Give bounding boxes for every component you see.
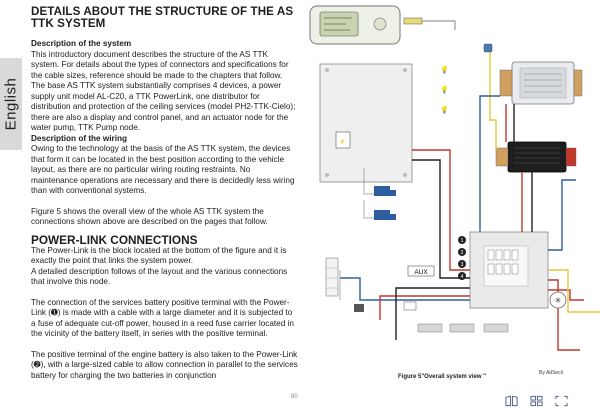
pump-icon xyxy=(403,301,417,311)
system-paragraph-1: This introductory document describes the… xyxy=(31,49,289,80)
page-number: 80 xyxy=(291,394,298,400)
wiring-paragraph-1: Owing to the technology at the basis of … xyxy=(31,144,295,195)
display-connector xyxy=(403,17,423,25)
page-title: DETAILS ABOUT THE STRUCTURE OF THE AS TT… xyxy=(31,5,294,30)
text-column: DETAILS ABOUT THE STRUCTURE OF THE AS TT… xyxy=(31,6,298,381)
language-label: English xyxy=(2,77,20,131)
power-supply-unit: ⚡ xyxy=(319,63,413,183)
svg-text:💡: 💡 xyxy=(440,105,449,114)
power-link-block xyxy=(469,231,549,309)
aux-label: AUX xyxy=(414,269,428,276)
wiring-heading: Description of the wiring xyxy=(31,133,127,143)
vehicle-icon-1 xyxy=(374,186,396,196)
left-connector-block xyxy=(325,257,339,297)
callout-group: 1 2 3 4 xyxy=(458,236,466,280)
book-icon[interactable] xyxy=(505,395,518,407)
callout: 1 xyxy=(458,236,466,244)
wiring-paragraph-2: Figure 5 shows the overall view of the w… xyxy=(31,206,268,227)
powerlink-paragraph-4: The positive terminal of the engine batt… xyxy=(31,349,298,380)
powerlink-paragraph-1: The Power-Link is the block located at t… xyxy=(31,245,287,266)
fullscreen-icon[interactable] xyxy=(555,395,568,407)
svg-text:3: 3 xyxy=(461,262,464,268)
svg-text:💡: 💡 xyxy=(440,85,449,94)
powerlink-paragraph-2: A detailed description follows of the la… xyxy=(31,266,288,287)
figure-caption: Figure 5"Overall system view " xyxy=(398,374,487,380)
powerlink-paragraph-3: The connection of the services battery p… xyxy=(31,297,294,339)
lamp-icon: ✳ xyxy=(549,291,567,309)
callout: 4 xyxy=(458,272,466,280)
grid-icon[interactable] xyxy=(530,395,543,407)
vehicle-icon-2 xyxy=(374,210,396,220)
svg-text:💡: 💡 xyxy=(440,65,449,74)
language-tab: English xyxy=(0,58,22,150)
display-panel xyxy=(309,5,401,45)
system-paragraph-2: The base AS TTK system substantially com… xyxy=(31,81,296,132)
figure-credit: By AdSecli xyxy=(539,370,563,376)
svg-text:⚡: ⚡ xyxy=(340,138,346,145)
svg-text:2: 2 xyxy=(461,250,464,256)
svg-text:4: 4 xyxy=(461,274,464,280)
system-heading: Description of the system xyxy=(31,39,132,48)
pump-node xyxy=(495,141,577,173)
callout: 2 xyxy=(458,248,466,256)
svg-text:✳: ✳ xyxy=(555,296,562,305)
callout: 3 xyxy=(458,260,466,268)
svg-text:1: 1 xyxy=(461,238,464,244)
tap-icon xyxy=(354,304,364,312)
ceiling-distributor xyxy=(499,61,583,105)
powerlink-heading: POWER-LINK CONNECTIONS xyxy=(31,232,198,247)
system-wiring-diagram: ⚡ AUX xyxy=(309,5,600,351)
reader-toolbar xyxy=(505,395,568,408)
